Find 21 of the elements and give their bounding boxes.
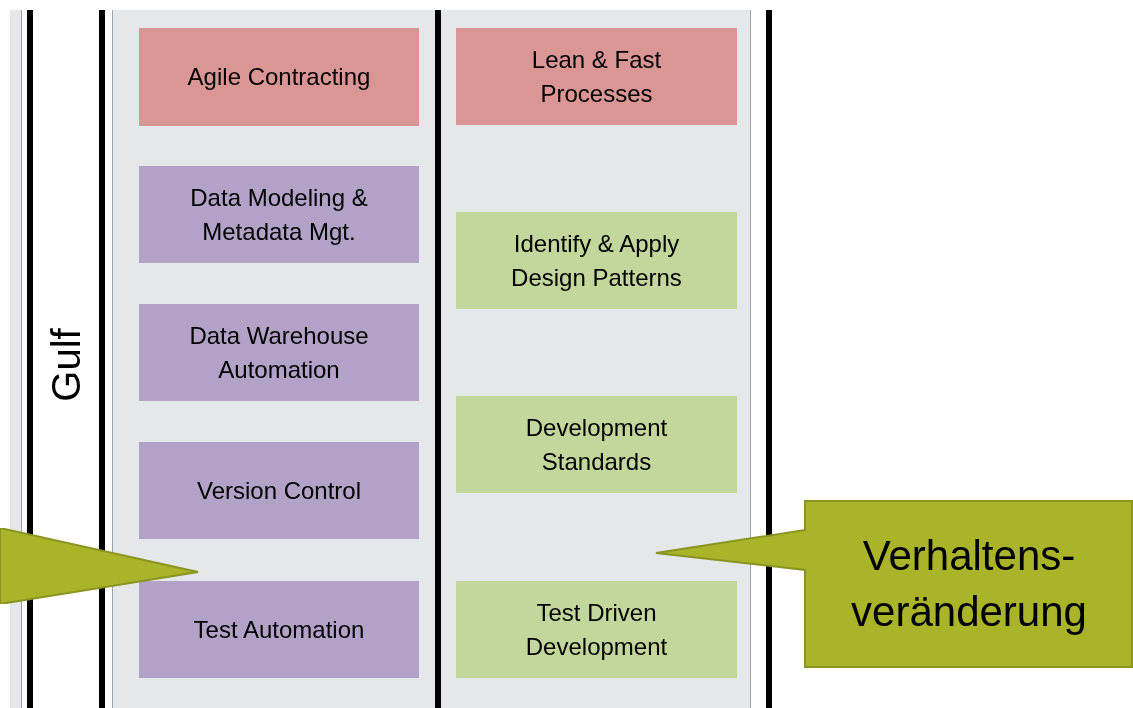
box-label: Lean & Fast Processes	[530, 44, 663, 109]
process-box	[456, 212, 737, 309]
box-label: Version Control	[196, 475, 362, 506]
box-label: Agile Contracting	[187, 62, 371, 92]
callout-text: Verhaltens- veränderung	[850, 531, 1088, 637]
box-label: Data Modeling & Metadata Mgt.	[189, 182, 369, 247]
callout-shape	[0, 528, 200, 604]
box-label: Development Standards	[524, 412, 669, 477]
box-label: Data Warehouse Automation	[188, 320, 370, 385]
box-label: Identify & Apply Design Patterns	[510, 228, 683, 293]
process-box	[139, 442, 419, 539]
box-label: Test Driven Development	[524, 597, 669, 662]
process-box	[139, 28, 419, 126]
process-box	[139, 581, 419, 678]
process-box	[456, 396, 737, 493]
process-box	[456, 581, 737, 678]
process-box	[139, 166, 419, 263]
process-box	[456, 28, 737, 125]
column-label: Gulf	[46, 327, 86, 404]
box-label: Test Automation	[193, 614, 365, 645]
process-box	[139, 304, 419, 401]
